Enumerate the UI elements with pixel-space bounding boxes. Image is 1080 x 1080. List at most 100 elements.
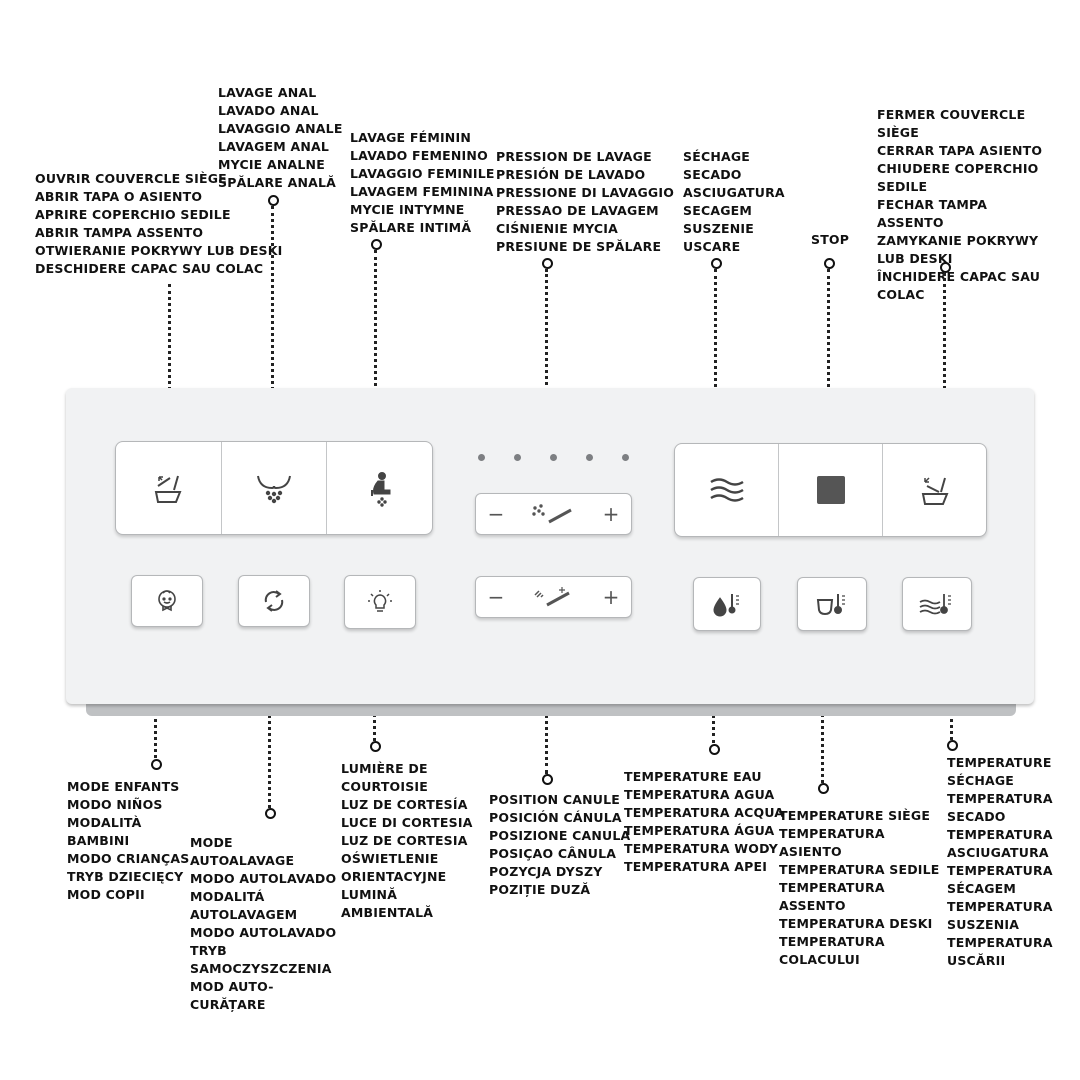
stop-icon (816, 476, 845, 504)
label-line: TEMPERATURA USCĂRII (947, 935, 1053, 968)
label-line: LAVAGGIO FEMINILE (350, 166, 495, 181)
label-line: PRESIÓN DE LAVADO (496, 167, 646, 182)
label-line: LAVAGEM ANAL (218, 139, 330, 154)
open-lid-icon (155, 475, 182, 503)
label-line: TEMPERATURA SECADO (947, 791, 1053, 824)
pressure-plus-button[interactable]: + (602, 502, 620, 526)
label-feminine-wash: LAVAGE FÉMININ LAVADO FEMENINO LAVAGGIO FE… (350, 129, 495, 237)
pressure-indicator (514, 454, 521, 461)
label-line: FECHAR TAMPA ASSENTO (877, 197, 988, 230)
label-line: MODE AUTOALAVAGE (190, 835, 295, 868)
child-icon (158, 590, 176, 612)
open-lid-button[interactable] (116, 442, 221, 534)
label-line: SPĂLARE INTIMĂ (350, 220, 472, 235)
label-line: TRYB DZIECIĘCY (67, 869, 184, 884)
seat-temp-icon (816, 594, 845, 616)
label-line: LUMINĂ AMBIENTALĂ (341, 887, 434, 920)
anal-wash-icon (257, 475, 291, 504)
pressure-minus-button[interactable]: − (487, 502, 505, 526)
label-line: TEMPERATURE SÉCHAGE (947, 755, 1052, 788)
nozzle-plus-button[interactable]: + (602, 585, 620, 609)
drying-icon (709, 478, 744, 502)
label-line: LAVAGEM FEMININA (350, 184, 494, 199)
label-line: TEMPERATURA APEI (624, 859, 768, 874)
label-line: ABRIR TAMPA ASSENTO (35, 225, 204, 240)
dry-temp-button[interactable] (902, 577, 972, 631)
label-line: MODO AUTOLAVADO (190, 871, 337, 886)
label-line: TEMPERATURA DESKI (779, 916, 933, 931)
pressure-slider: − + (475, 493, 632, 535)
label-line: MODALITÁ AUTOLAVAGEM (190, 889, 298, 922)
nozzle-minus-button[interactable]: − (487, 585, 505, 609)
wash-button-group (115, 441, 433, 535)
label-line: POZYCJA DYSZY (489, 864, 603, 879)
anal-wash-button[interactable] (220, 442, 327, 534)
label-line: ZAMYKANIE POKRYWY LUB DESKI (877, 233, 1039, 266)
label-line: PRESIUNE DE SPĂLARE (496, 239, 662, 254)
label-line: POSIÇAO CÂNULA (489, 846, 617, 861)
label-line: USCARE (683, 239, 741, 254)
label-auto-clean: MODE AUTOALAVAGE MODO AUTOLAVADO MODALITÁ … (190, 834, 340, 1014)
label-line: MODO CRIANÇAS (67, 851, 190, 866)
auto-clean-button[interactable] (238, 575, 310, 627)
label-line: TEMPERATURA ACQUA (624, 805, 785, 820)
label-line: MYCIE INTYMNE (350, 202, 465, 217)
feminine-wash-button[interactable] (326, 442, 432, 534)
label-line: LAVADO FEMENINO (350, 148, 488, 163)
label-line: TEMPERATURA ASIENTO (779, 826, 885, 859)
label-line: TEMPERATURA ASSENTO (779, 880, 885, 913)
label-line: TEMPERATURE SIÈGE (779, 808, 931, 823)
label-line: POSICIÓN CÁNULA (489, 810, 622, 825)
label-line: SPĂLARE ANALĂ (218, 175, 337, 190)
water-temp-button[interactable] (693, 577, 761, 631)
light-bulb-icon (368, 590, 392, 612)
label-line: POZIȚIE DUZĂ (489, 882, 591, 897)
pressure-indicator (550, 454, 557, 461)
seat-temp-button[interactable] (797, 577, 867, 631)
auto-clean-icon (264, 590, 284, 612)
control-panel (66, 388, 1034, 704)
close-lid-icon (921, 477, 948, 505)
drying-button[interactable] (675, 444, 778, 536)
label-line: LAVAGE FÉMININ (350, 130, 471, 145)
pressure-indicator (586, 454, 593, 461)
label-line: OTWIERANIE POKRYWY LUB DESKI (35, 243, 283, 258)
label-seat-temp: TEMPERATURE SIÈGE TEMPERATURA ASIENTO TEMP… (779, 807, 949, 969)
label-line: PRESSIONE DI LAVAGGIO (496, 185, 675, 200)
label-line: TEMPERATURA ÁGUA (624, 823, 775, 838)
courtesy-light-button[interactable] (344, 575, 416, 629)
label-stop: STOP (811, 231, 849, 249)
close-lid-button[interactable] (882, 444, 986, 536)
label-line: FERMER COUVERCLE SIÈGE (877, 107, 1026, 140)
label-line: TEMPERATURA SEDILE (779, 862, 940, 877)
label-line: LUZ DE CORTESÍA (341, 797, 468, 812)
label-line: MOD COPII (67, 887, 145, 902)
pressure-icon (531, 504, 572, 524)
pressure-indicator (622, 454, 629, 461)
label-line: SUSZENIE (683, 221, 755, 236)
label-line: OŚWIETLENIE ORIENTACYJNE (341, 851, 447, 884)
label-line: MOD AUTO-CURĂȚARE (190, 979, 274, 1012)
label-line: ABRIR TAPA O ASIENTO (35, 189, 203, 204)
label-line: OUVRIR COUVERCLE SIÈGE (35, 171, 227, 186)
label-line: ÎNCHIDERE CAPAC SAU COLAC (877, 269, 1041, 302)
stop-button[interactable] (778, 444, 882, 536)
label-line: ASCIUGATURA (683, 185, 785, 200)
nozzle-icon (533, 587, 570, 607)
label-line: LUMIÈRE DE COURTOISIE (341, 761, 429, 794)
label-line: LUCE DI CORTESIA (341, 815, 473, 830)
label-line: MYCIE ANALNE (218, 157, 325, 172)
dry-temp-icon (919, 594, 951, 615)
label-line: TEMPERATURA SÉCAGEM (947, 863, 1053, 896)
label-line: CIŚNIENIE MYCIA (496, 221, 619, 236)
label-line: PRESSION DE LAVAGE (496, 149, 652, 164)
water-temp-icon (713, 594, 739, 617)
control-button-group (674, 443, 987, 537)
child-mode-button[interactable] (131, 575, 203, 627)
